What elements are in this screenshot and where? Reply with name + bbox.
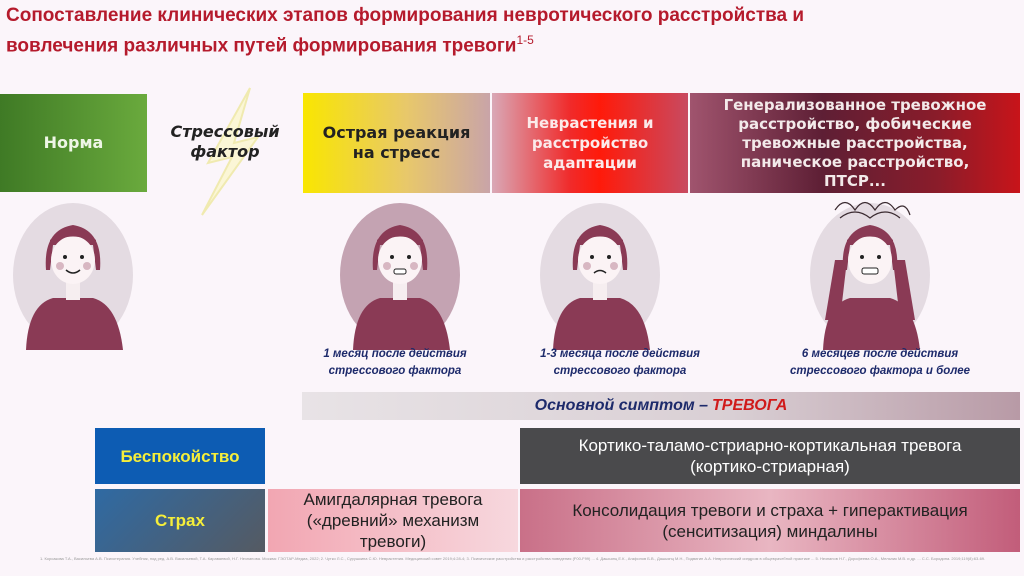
consolidation-anxiety-fear: Консолидация тревоги и страха + гиперакт… (520, 489, 1020, 552)
page-title: Сопоставление клинических этапов формиро… (6, 5, 805, 57)
stressed-person-illustration (340, 203, 460, 350)
stage-neurasthenia: Неврастения и расстройство адаптации (492, 93, 688, 193)
row-label-worry: Беспокойство (95, 428, 265, 484)
stage-acute: Острая реакция на стресс (303, 93, 490, 193)
cortico-striatal-anxiety: Кортико-таламо-стриарно-кортикальная тре… (520, 428, 1020, 484)
caption-gad: 6 месяцев после действия стрессового фак… (789, 348, 971, 377)
stage-gad: Генерализованное тревожное расстройство,… (690, 93, 1020, 193)
caption-acute: 1 месяц после действия стрессового факто… (323, 348, 467, 377)
stage-norm: Норма (0, 94, 147, 192)
row-label-fear: Страх (95, 489, 265, 552)
references: 1. Корсакова Т.А., Васильева А.В. Психот… (40, 556, 986, 561)
anxious-person-illustration (810, 201, 930, 350)
caption-neurasthenia: 1-3 месяца после действия стрессового фа… (540, 348, 700, 377)
calm-person-illustration (13, 203, 133, 350)
stage-stressor: Стрессовый фактор (170, 122, 280, 161)
main-symptom-bar: Основной симптом – ТРЕВОГА (302, 392, 1020, 420)
lightning-icon (201, 87, 261, 216)
amygdala-anxiety: Амигдалярная тревога («древний» механизм… (268, 489, 518, 552)
sad-person-illustration (540, 203, 660, 350)
